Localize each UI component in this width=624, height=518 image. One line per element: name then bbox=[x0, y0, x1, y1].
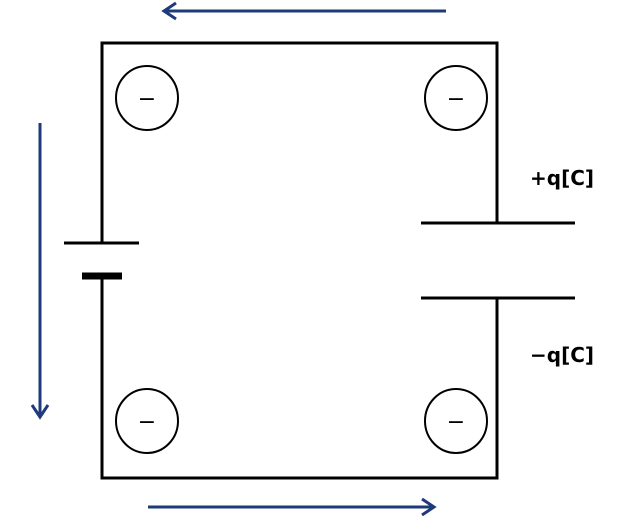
electron-sign: − bbox=[447, 410, 465, 435]
capacitor-symbol bbox=[421, 221, 575, 300]
electron-circle bbox=[424, 65, 488, 131]
electron-sign: − bbox=[138, 410, 156, 435]
electron-top-right: − bbox=[424, 65, 488, 131]
electron-circle bbox=[115, 388, 179, 454]
bottom-plate-charge-label: −q[C] bbox=[530, 343, 594, 367]
electron-circle bbox=[424, 388, 488, 454]
circuit-wires bbox=[100, 41, 499, 480]
electron-sign: − bbox=[447, 87, 465, 112]
arrow-left-down-icon bbox=[30, 123, 50, 420]
arrow-top-left-icon bbox=[161, 1, 446, 21]
battery-symbol bbox=[64, 241, 139, 280]
electron-top-left: − bbox=[115, 65, 179, 131]
electron-bottom-left: − bbox=[115, 388, 179, 454]
electron-sign: − bbox=[138, 87, 156, 112]
electron-bottom-right: − bbox=[424, 388, 488, 454]
electron-circle bbox=[115, 65, 179, 131]
top-plate-charge-label: +q[C] bbox=[530, 166, 594, 190]
arrow-bottom-right-icon bbox=[148, 497, 437, 517]
